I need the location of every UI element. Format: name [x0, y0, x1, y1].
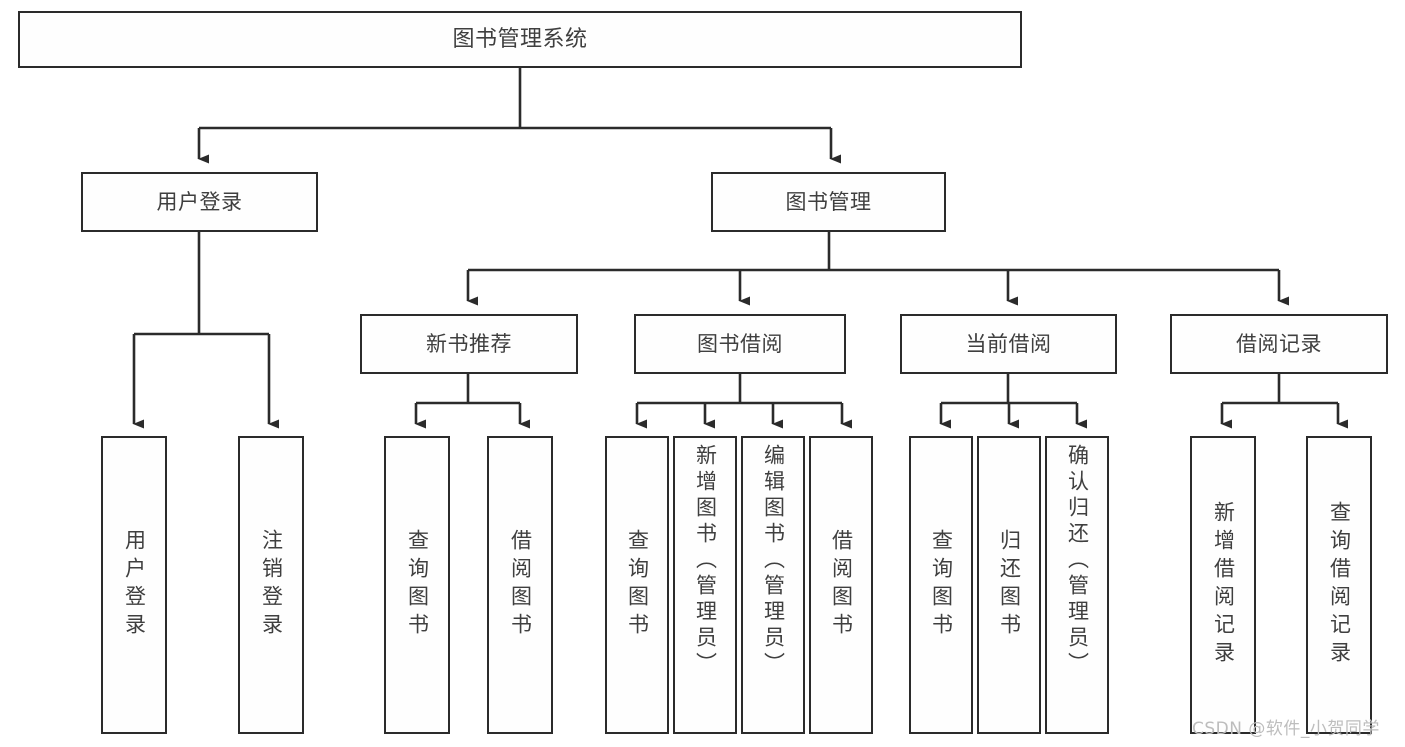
node-label: 确认归还（管理员）: [1065, 444, 1090, 678]
node-book-borrowing[interactable]: 图书借阅: [634, 314, 846, 374]
node-label: 借阅记录: [1236, 331, 1322, 356]
leaf-current-query-books[interactable]: 查询图书: [909, 436, 973, 734]
csdn-watermark: CSDN @软件_小贺同学: [1192, 719, 1380, 739]
node-new-book-recommendation[interactable]: 新书推荐: [360, 314, 578, 374]
vertical-text-wrap: 用户登录: [103, 438, 165, 732]
node-borrowing-record[interactable]: 借阅记录: [1170, 314, 1388, 374]
node-current-borrowing[interactable]: 当前借阅: [900, 314, 1117, 374]
node-label: 新增借阅记录: [1211, 501, 1236, 669]
vertical-text-wrap: 新增借阅记录: [1192, 438, 1254, 732]
node-label: 借阅图书: [508, 529, 533, 641]
node-label: 用户登录: [122, 529, 147, 641]
node-label: 归还图书: [997, 529, 1022, 641]
node-user-login[interactable]: 用户登录: [81, 172, 318, 232]
leaf-current-confirm-return-admin[interactable]: 确认归还（管理员）: [1045, 436, 1109, 734]
node-label: 借阅图书: [829, 529, 854, 641]
node-label: 查询借阅记录: [1327, 501, 1352, 669]
vertical-text-wrap: 查询图书: [911, 438, 971, 732]
node-root-book-management-system[interactable]: 图书管理系统: [18, 11, 1022, 68]
leaf-new-book-borrow-books[interactable]: 借阅图书: [487, 436, 553, 734]
leaf-user-login-login[interactable]: 用户登录: [101, 436, 167, 734]
leaf-borrow-edit-book-admin[interactable]: 编辑图书（管理员）: [741, 436, 805, 734]
vertical-text-wrap: 借阅图书: [811, 438, 871, 732]
vertical-text-wrap: 查询图书: [607, 438, 667, 732]
vertical-text-wrap: 注销登录: [240, 438, 302, 732]
leaf-borrow-borrow-books[interactable]: 借阅图书: [809, 436, 873, 734]
leaf-record-add-borrow-record[interactable]: 新增借阅记录: [1190, 436, 1256, 734]
leaf-record-query-borrow-record[interactable]: 查询借阅记录: [1306, 436, 1372, 734]
leaf-new-book-query-books[interactable]: 查询图书: [384, 436, 450, 734]
node-label: 查询图书: [625, 529, 650, 641]
vertical-text-wrap: 确认归还（管理员）: [1047, 438, 1107, 738]
vertical-text-wrap: 查询图书: [386, 438, 448, 732]
node-label: 当前借阅: [965, 331, 1052, 356]
node-label: 编辑图书（管理员）: [761, 444, 786, 678]
leaf-borrow-query-books[interactable]: 查询图书: [605, 436, 669, 734]
node-label: 新书推荐: [426, 331, 512, 356]
leaf-user-login-logout[interactable]: 注销登录: [238, 436, 304, 734]
node-book-management[interactable]: 图书管理: [711, 172, 946, 232]
node-label: 图书借阅: [697, 331, 783, 356]
node-label: 查询图书: [929, 529, 954, 641]
vertical-text-wrap: 归还图书: [979, 438, 1039, 732]
node-label: 图书管理系统: [452, 26, 588, 52]
vertical-text-wrap: 查询借阅记录: [1308, 438, 1370, 732]
node-label: 图书管理: [785, 189, 872, 214]
node-label: 查询图书: [405, 529, 430, 641]
leaf-borrow-add-book-admin[interactable]: 新增图书（管理员）: [673, 436, 737, 734]
vertical-text-wrap: 借阅图书: [489, 438, 551, 732]
vertical-text-wrap: 新增图书（管理员）: [675, 438, 735, 738]
node-label: 注销登录: [259, 529, 284, 641]
leaf-current-return-books[interactable]: 归还图书: [977, 436, 1041, 734]
node-label: 新增图书（管理员）: [693, 444, 718, 678]
node-label: 用户登录: [156, 189, 243, 214]
vertical-text-wrap: 编辑图书（管理员）: [743, 438, 803, 738]
